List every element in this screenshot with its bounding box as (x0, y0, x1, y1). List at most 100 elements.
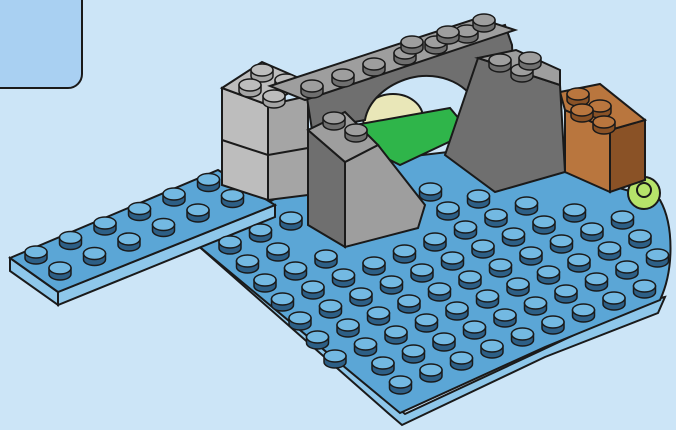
stud (455, 221, 477, 239)
stud (468, 190, 490, 208)
stud (573, 304, 595, 322)
stud (350, 288, 372, 306)
stud (307, 331, 329, 349)
stud (481, 340, 503, 358)
stud (368, 307, 390, 325)
stud (163, 188, 185, 206)
stud (401, 36, 423, 54)
stud (187, 204, 209, 222)
stud (599, 242, 621, 260)
stud (446, 302, 468, 320)
stud (25, 246, 47, 264)
stud (634, 280, 656, 298)
callout-box (0, 0, 82, 88)
stud (593, 116, 615, 134)
stud (477, 290, 499, 308)
stud (567, 88, 589, 106)
stud (647, 249, 669, 267)
stud (564, 204, 586, 222)
stud (320, 300, 342, 318)
stud (222, 190, 244, 208)
stud (429, 283, 451, 301)
stud (437, 202, 459, 220)
stud (403, 345, 425, 363)
stud (390, 376, 412, 394)
stud (533, 216, 555, 234)
stud (289, 312, 311, 330)
stud (464, 321, 486, 339)
stud (542, 316, 564, 334)
stud (219, 236, 241, 254)
stud (451, 352, 473, 370)
stud (525, 297, 547, 315)
stud (472, 240, 494, 258)
stud (394, 245, 416, 263)
stud (239, 79, 261, 97)
stud (442, 252, 464, 270)
stud (333, 269, 355, 287)
stud (520, 247, 542, 265)
stud (437, 26, 459, 44)
stud (586, 273, 608, 291)
stud (363, 58, 385, 76)
stud (381, 276, 403, 294)
stud (420, 183, 442, 201)
stud (372, 357, 394, 375)
stud (519, 52, 541, 70)
stud (301, 80, 323, 98)
stud (503, 228, 525, 246)
stud (153, 219, 175, 237)
stud (118, 233, 140, 251)
stud (512, 328, 534, 346)
stud (616, 261, 638, 279)
stud (332, 69, 354, 87)
stud (324, 350, 346, 368)
stud (355, 338, 377, 356)
stud (568, 254, 590, 272)
stud (198, 174, 220, 192)
stud (555, 285, 577, 303)
stud (581, 223, 603, 241)
stud (254, 274, 276, 292)
stud (489, 54, 511, 72)
stud (424, 233, 446, 251)
stud (285, 262, 307, 280)
stud (315, 250, 337, 268)
stud (337, 319, 359, 337)
stud (551, 235, 573, 253)
stud (323, 112, 345, 130)
stud (398, 295, 420, 313)
stud (516, 197, 538, 215)
stud (485, 209, 507, 227)
stud (345, 124, 367, 142)
stud (385, 326, 407, 344)
stud (60, 232, 82, 250)
stud (473, 14, 495, 32)
stud (363, 257, 385, 275)
stud (263, 90, 285, 108)
stud (629, 230, 651, 248)
stud (612, 211, 634, 229)
stud (302, 281, 324, 299)
stud (603, 292, 625, 310)
stud (94, 217, 116, 235)
stud (571, 104, 593, 122)
stud (129, 203, 151, 221)
stud (411, 264, 433, 282)
stud (433, 333, 455, 351)
stud (267, 243, 289, 261)
stud (416, 314, 438, 332)
stud (420, 364, 442, 382)
stud (250, 224, 272, 242)
stud (84, 248, 106, 266)
stud (490, 259, 512, 277)
stud (237, 255, 259, 273)
stud (507, 278, 529, 296)
stud (280, 212, 302, 230)
stud (538, 266, 560, 284)
stud (459, 271, 481, 289)
stud (494, 309, 516, 327)
stud (272, 293, 294, 311)
